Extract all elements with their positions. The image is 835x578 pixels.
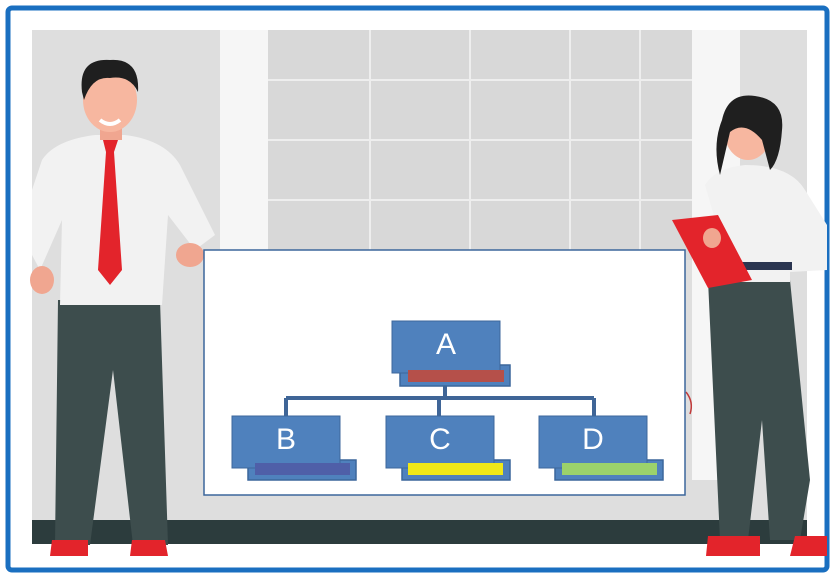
man-shirt — [32, 135, 215, 305]
woman-left-shoe — [706, 536, 760, 556]
man-figure — [30, 59, 215, 556]
man-right-shoe — [130, 540, 168, 556]
node-b-color-bar — [255, 463, 350, 475]
outer-frame — [5, 5, 830, 573]
node-c-box — [385, 415, 495, 469]
man-hair — [81, 59, 139, 100]
red-clipboard — [672, 215, 752, 288]
node-a — [391, 320, 511, 387]
node-a-color-bar — [408, 370, 504, 382]
white-pillar-left — [220, 30, 268, 260]
node-d — [538, 415, 664, 481]
woman-pants — [708, 280, 810, 540]
man-left-shoe — [50, 540, 88, 556]
node-b — [231, 415, 357, 481]
woman-hair — [716, 95, 783, 175]
man-right-hand — [176, 243, 204, 267]
node-c — [385, 415, 511, 481]
man-pants — [55, 300, 168, 545]
woman-hand — [703, 228, 721, 248]
man-left-hand — [30, 266, 54, 294]
node-c-color-bar — [408, 463, 503, 475]
connector-lines — [284, 386, 596, 416]
woman-figure — [672, 95, 827, 556]
node-b-box — [231, 415, 341, 469]
man-head — [83, 68, 137, 132]
node-d-box — [538, 415, 648, 469]
background-grid — [268, 30, 692, 260]
node-a-box — [391, 320, 501, 374]
woman-right-shoe — [790, 536, 827, 556]
node-d-color-bar — [562, 463, 657, 475]
man-red-tie — [98, 140, 122, 285]
